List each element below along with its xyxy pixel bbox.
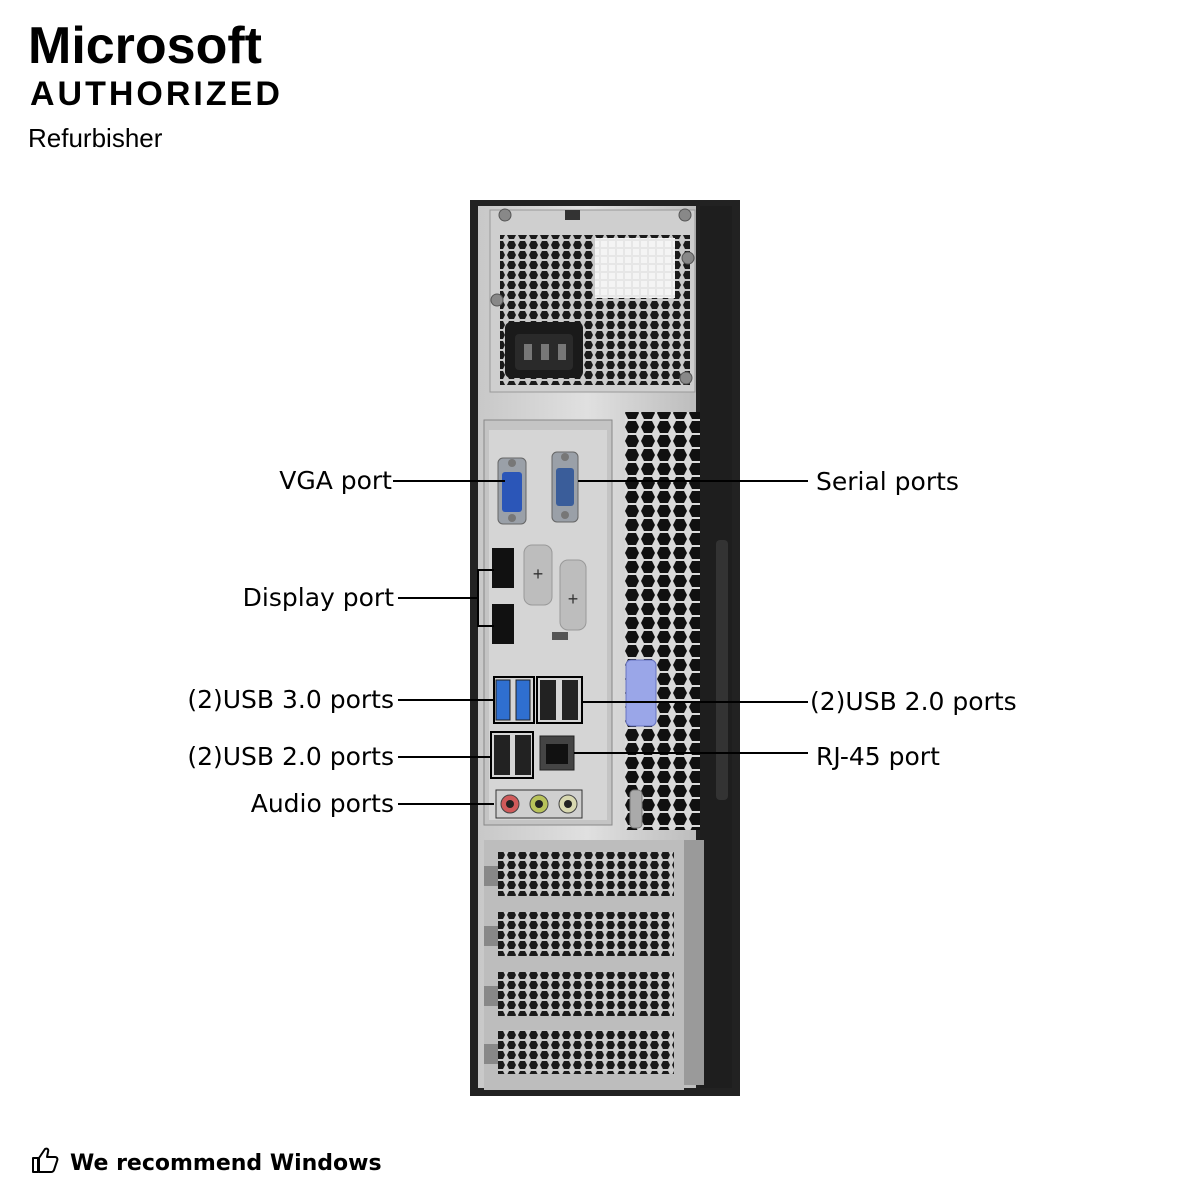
usb3-port-2: [515, 679, 531, 721]
vent-grille: [625, 412, 700, 830]
usb2-port-3: [494, 735, 510, 775]
svg-text:+: +: [533, 564, 544, 584]
io-shield: + +: [483, 419, 613, 826]
recommend-windows: We recommend Windows: [30, 1145, 382, 1181]
power-supply: [489, 208, 696, 393]
usb3-port-1: [495, 679, 511, 721]
usb2-port-1: [540, 680, 556, 720]
label-usb2-ports-left: (2)USB 2.0 ports: [187, 742, 394, 771]
microsoft-authorized-badge: Microsoft AUTHORIZED Refurbisher: [28, 18, 283, 158]
label-rj45-port: RJ-45 port: [816, 742, 940, 771]
label-usb3-ports: (2)USB 3.0 ports: [187, 685, 394, 714]
label-display-port: Display port: [242, 583, 394, 612]
usb2-port-4: [515, 735, 531, 775]
thumbs-up-icon: [30, 1145, 60, 1181]
leader-lines: [393, 480, 808, 805]
label-audio-ports: Audio ports: [250, 789, 394, 818]
label-serial-ports: Serial ports: [816, 467, 959, 496]
lock-clip: [625, 659, 657, 727]
label-vga-port: VGA port: [279, 466, 392, 495]
badge-brand: Microsoft: [28, 17, 262, 75]
expansion-slots: [484, 840, 704, 1090]
recommend-text: We recommend Windows: [70, 1150, 382, 1176]
usb2-port-2: [562, 680, 578, 720]
label-usb2-ports-right: (2)USB 2.0 ports: [810, 687, 1017, 716]
vga-connector: [502, 472, 522, 512]
badge-authorized: AUTHORIZED: [30, 75, 283, 113]
displayport-1: [492, 548, 514, 588]
svg-text:+: +: [568, 589, 579, 609]
badge-refurbisher: Refurbisher: [28, 123, 163, 153]
displayport-2: [492, 604, 514, 644]
serial-connector: [556, 468, 574, 506]
